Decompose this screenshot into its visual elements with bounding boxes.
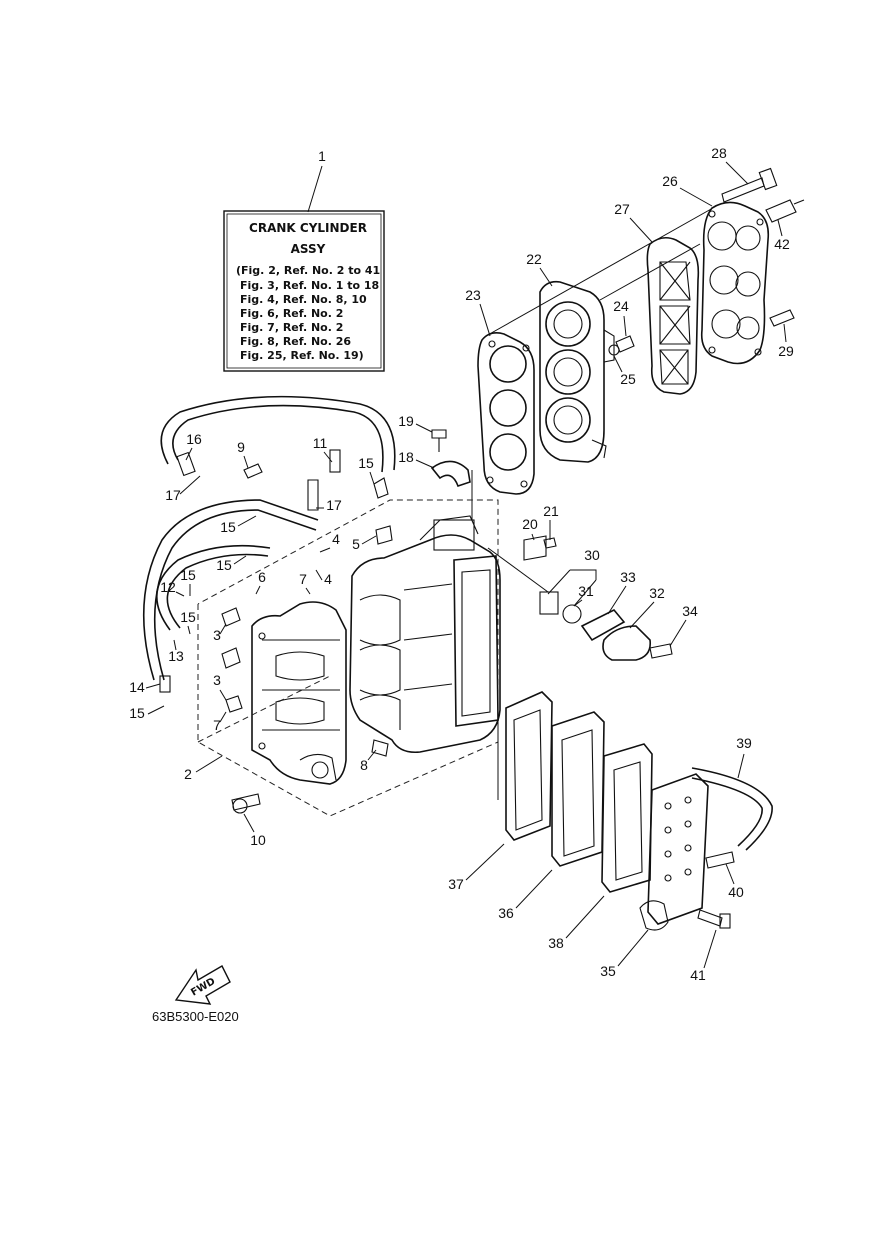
callout-15: 15 (180, 609, 196, 625)
callout-18: 18 (398, 449, 414, 465)
callout-31: 31 (578, 583, 594, 599)
hose-set (142, 395, 396, 693)
callout-26: 26 (662, 173, 678, 189)
callout-6: 6 (258, 569, 266, 585)
callout-17: 17 (326, 497, 342, 513)
callout-40: 40 (728, 884, 744, 900)
callouts: 28 26 27 42 22 23 24 25 29 19 18 16 9 11… (129, 145, 794, 983)
callout-22: 22 (526, 251, 542, 267)
legend-line: Fig. 3, Ref. No. 1 to 18 (240, 279, 379, 292)
callout-19: 19 (398, 413, 414, 429)
callout-15: 15 (129, 705, 145, 721)
callout-21: 21 (543, 503, 559, 519)
callout-3: 3 (213, 627, 221, 643)
fwd-arrow-icon: FWD (174, 965, 231, 1005)
assembly-legend: 1 CRANK CYLINDER ASSY (Fig. 2, Ref. No. … (223, 148, 385, 372)
callout-32: 32 (649, 585, 665, 601)
callout-15: 15 (180, 567, 196, 583)
callout-15: 15 (216, 557, 232, 573)
callout-23: 23 (465, 287, 481, 303)
callout-17: 17 (165, 487, 181, 503)
callout-1: 1 (318, 148, 326, 164)
head-gasket (477, 332, 535, 495)
callout-15: 15 (358, 455, 374, 471)
callout-34: 34 (682, 603, 698, 619)
legend-line: Fig. 6, Ref. No. 2 (240, 307, 343, 320)
callout-2: 2 (184, 766, 192, 782)
callout-39: 39 (736, 735, 752, 751)
cylinder-block (349, 515, 501, 754)
callout-37: 37 (448, 876, 464, 892)
callout-42: 42 (774, 236, 790, 252)
callout-9: 9 (237, 439, 245, 455)
cylinder-head (539, 280, 615, 463)
callout-11: 11 (313, 435, 328, 451)
thermostat-group (487, 535, 673, 661)
callout-10: 10 (250, 832, 266, 848)
upper-hardware (430, 167, 805, 488)
head-cover-gasket (646, 236, 700, 395)
callout-4: 4 (324, 571, 332, 587)
callout-38: 38 (548, 935, 564, 951)
callout-4: 4 (332, 531, 340, 547)
legend-line: Fig. 8, Ref. No. 26 (240, 335, 351, 348)
callout-33: 33 (620, 569, 636, 585)
callout-8: 8 (360, 757, 368, 773)
legend-line: Fig. 25, Ref. No. 19) (240, 349, 364, 362)
legend-line: Fig. 4, Ref. No. 8, 10 (240, 293, 367, 306)
callout-30: 30 (584, 547, 600, 563)
legend-line: (Fig. 2, Ref. No. 2 to 41 (236, 264, 380, 277)
callout-7: 7 (213, 717, 221, 733)
callout-16: 16 (186, 431, 202, 447)
callout-25: 25 (620, 371, 636, 387)
legend-subtitle: ASSY (291, 242, 326, 256)
crankcase (251, 601, 347, 785)
callout-27: 27 (614, 201, 630, 217)
callout-15: 15 (220, 519, 236, 535)
callout-24: 24 (613, 298, 629, 314)
callout-14: 14 (129, 679, 145, 695)
callout-12: 12 (160, 579, 176, 595)
callout-5: 5 (352, 536, 360, 552)
exhaust-covers (497, 690, 773, 931)
callout-20: 20 (522, 516, 538, 532)
fittings (221, 449, 393, 814)
legend-title: CRANK CYLINDER (249, 221, 367, 235)
drawing-code: 63B5300-E020 (152, 1009, 239, 1024)
callout-29: 29 (778, 343, 794, 359)
callout-3: 3 (213, 672, 221, 688)
callout-7: 7 (299, 571, 307, 587)
callout-13: 13 (168, 648, 184, 664)
fwd-label: FWD (189, 976, 217, 999)
cylinder-head-cover (700, 201, 770, 365)
callout-36: 36 (498, 905, 514, 921)
legend-line: Fig. 7, Ref. No. 2 (240, 321, 343, 334)
callout-35: 35 (600, 963, 616, 979)
callout-28: 28 (711, 145, 727, 161)
callout-41: 41 (690, 967, 706, 983)
